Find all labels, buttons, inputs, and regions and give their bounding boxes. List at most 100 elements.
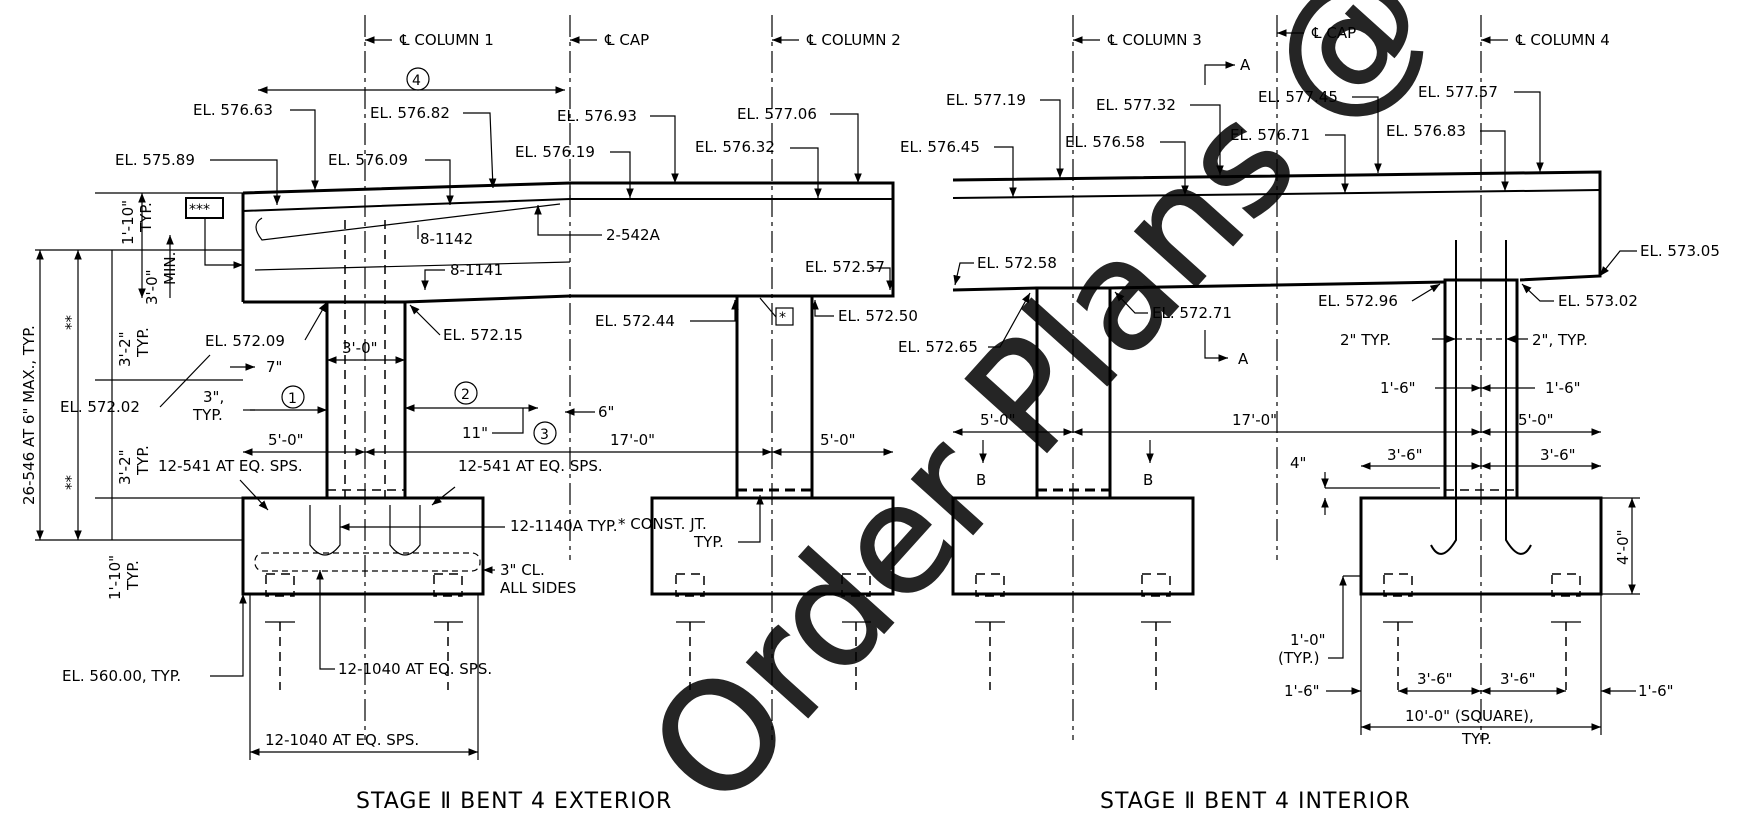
svg-text:TYP.: TYP.: [137, 202, 155, 233]
elev-572-02: EL. 572.02: [60, 398, 140, 416]
exterior-column-1: [325, 300, 407, 500]
elev-577-32: EL. 577.32: [1096, 96, 1176, 114]
mark-3: 3: [540, 427, 549, 443]
dim-5-0-int-right: 5'-0": [1518, 411, 1554, 429]
rebar-12-541-right-1: 12-541 AT EQ. SPS.: [458, 457, 603, 475]
label-cl-cap-interior: ℄ CAP: [1311, 24, 1356, 42]
mark-double-star-1: **: [62, 315, 80, 331]
svg-text:ALL SIDES: ALL SIDES: [500, 579, 576, 597]
mark-2: 2: [461, 387, 470, 403]
mark-4: 4: [412, 73, 421, 89]
elev-576-09: EL. 576.09: [328, 151, 408, 169]
elev-572-96: EL. 572.96: [1318, 292, 1398, 310]
exterior-piles: [265, 573, 871, 690]
elev-577-06: EL. 577.06: [737, 105, 817, 123]
elev-576-63: EL. 576.63: [193, 101, 273, 119]
dim-3-0-col: 3'-0": [342, 339, 378, 357]
elev-572-15: EL. 572.15: [443, 326, 523, 344]
dim-4in: 4": [1290, 454, 1306, 472]
interior-footing-4: [1359, 496, 1603, 596]
label-cl-column-3: ℄ COLUMN 3: [1107, 31, 1202, 49]
dim-3in-cl: 3" CL.: [500, 561, 545, 579]
elev-572-50: EL. 572.50: [838, 307, 918, 325]
elev-572-44: EL. 572.44: [595, 312, 675, 330]
label-cl-column-2: ℄ COLUMN 2: [806, 31, 901, 49]
dim-1-6-bottom-right: 1'-6": [1638, 682, 1674, 700]
svg-text:(TYP.): (TYP.): [1278, 649, 1320, 667]
elev-573-02: EL. 573.02: [1558, 292, 1638, 310]
dim-1-6-right-top: 1'-6": [1545, 379, 1581, 397]
rebar-12-1040-a: 12-1040 AT EQ. SPS.: [338, 660, 492, 678]
interior-piles: [975, 573, 1581, 690]
dim-3-6-lower-left: 3'-6": [1417, 670, 1453, 688]
label-cl-cap: ℄ CAP: [604, 31, 649, 49]
dim-6in: 6": [598, 403, 614, 421]
svg-text:TYP.: TYP.: [192, 406, 223, 424]
section-b-right: B: [1143, 471, 1153, 489]
exterior-footing-1: [241, 496, 485, 596]
exterior-bent-view: [241, 15, 895, 740]
interior-bent-view: [951, 15, 1603, 740]
dim-5-0-int-left: 5'-0": [980, 411, 1016, 429]
section-a-bottom: A: [1238, 350, 1249, 368]
exterior-column-2: [735, 294, 814, 500]
rebar-12-541-left-1: 12-541 AT EQ. SPS.: [158, 457, 303, 475]
svg-text:TYP.: TYP.: [134, 327, 152, 358]
rebar-12-1040-b: 12-1040 AT EQ. SPS.: [265, 731, 419, 749]
section-b-left: B: [976, 471, 986, 489]
elev-576-83: EL. 576.83: [1386, 122, 1466, 140]
dim-3-2-upper: 3'-2": [116, 331, 134, 367]
dim-17-0-left: 17'-0": [610, 431, 655, 449]
svg-text:TYP.: TYP.: [693, 533, 724, 551]
mark-1: 1: [288, 391, 297, 407]
dim-3-6-upper-right: 3'-6": [1540, 446, 1576, 464]
label-cl-column-1: ℄ COLUMN 1: [399, 31, 494, 49]
mark-triple-star: ***: [189, 202, 210, 218]
elev-576-93: EL. 576.93: [557, 107, 637, 125]
elev-576-58: EL. 576.58: [1065, 133, 1145, 151]
dim-1-6-left-top: 1'-6": [1380, 379, 1416, 397]
exterior-labels: ℄ COLUMN 1 ℄ CAP ℄ COLUMN 2 4 EL. 576.63…: [20, 31, 918, 814]
dim-1-0-typ: 1'-0": [1290, 631, 1326, 649]
svg-text:TYP.: TYP.: [1461, 730, 1492, 748]
rebar-12-1140a: 12-1140A TYP.: [510, 517, 618, 535]
elev-577-57: EL. 577.57: [1418, 83, 1498, 101]
dim-17-0-int: 17'-0": [1232, 411, 1277, 429]
interior-footing-3: [951, 496, 1195, 596]
label-cl-column-4: ℄ COLUMN 4: [1515, 31, 1610, 49]
elev-576-32: EL. 576.32: [695, 138, 775, 156]
interior-labels: ℄ COLUMN 3 ℄ CAP ℄ COLUMN 4 A A B B EL. …: [898, 24, 1720, 814]
dim-3in: 3",: [203, 388, 224, 406]
dim-3-6-upper-left: 3'-6": [1387, 446, 1423, 464]
elev-576-82: EL. 576.82: [370, 104, 450, 122]
dim-2in-typ-left: 2" TYP.: [1340, 331, 1391, 349]
dim-11in: 11": [462, 424, 488, 442]
svg-text:TYP.: TYP.: [124, 560, 142, 591]
elev-573-05: EL. 573.05: [1640, 242, 1720, 260]
title-interior: STAGE Ⅱ BENT 4 INTERIOR: [1100, 789, 1411, 814]
elev-572-58: EL. 572.58: [977, 254, 1057, 272]
dim-4-0: 4'-0": [1614, 529, 1632, 565]
elev-560-00: EL. 560.00, TYP.: [62, 667, 181, 685]
svg-text:TYP.: TYP.: [134, 445, 152, 476]
elev-576-71: EL. 576.71: [1230, 126, 1310, 144]
dim-1-6-bottom-left: 1'-6": [1284, 682, 1320, 700]
title-exterior: STAGE Ⅱ BENT 4 EXTERIOR: [356, 789, 672, 814]
exterior-footing-2: [650, 496, 895, 596]
interior-cap-beam: [952, 170, 1602, 292]
rebar-8-1141: 8-1141: [450, 261, 503, 279]
elev-572-71: EL. 572.71: [1152, 304, 1232, 322]
exterior-cap-beam: [242, 181, 895, 304]
dim-1-10-bottom: 1'-10": [106, 555, 124, 600]
elev-577-45: EL. 577.45: [1258, 88, 1338, 106]
dim-2in-typ-right: 2", TYP.: [1532, 331, 1588, 349]
note-const-jt: * CONST. JT.: [618, 515, 707, 533]
elev-575-89: EL. 575.89: [115, 151, 195, 169]
dim-5-0-left: 5'-0": [268, 431, 304, 449]
elev-572-65: EL. 572.65: [898, 338, 978, 356]
dim-3-2-lower: 3'-2": [116, 449, 134, 485]
dim-1-10-top: 1'-10": [119, 200, 137, 245]
elev-572-09: EL. 572.09: [205, 332, 285, 350]
elev-577-19: EL. 577.19: [946, 91, 1026, 109]
